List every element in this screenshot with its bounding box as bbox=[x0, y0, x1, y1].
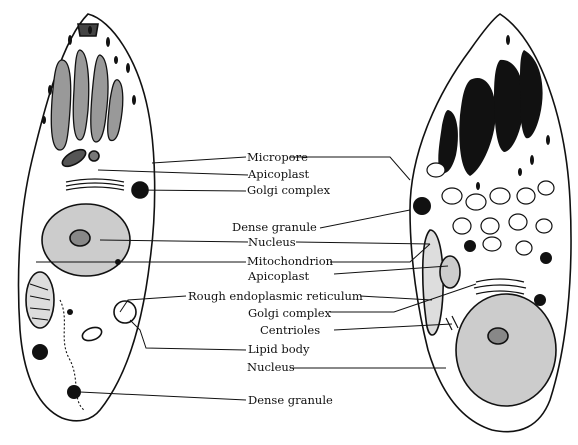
right-mitochondrion bbox=[423, 230, 443, 335]
left-rhoptries bbox=[51, 50, 123, 150]
left-mitochondrion bbox=[26, 272, 54, 328]
right-apicoplast bbox=[440, 256, 460, 288]
right-rhoptries bbox=[438, 50, 542, 176]
right-centrioles bbox=[446, 316, 458, 330]
label-apicoplast-bottom: Apicoplast bbox=[248, 270, 309, 283]
label-nucleus-top: Nucleus bbox=[248, 236, 296, 249]
label-apicoplast-top: Apicoplast bbox=[248, 168, 309, 181]
label-centrioles: Centrioles bbox=[260, 324, 320, 337]
label-nucleus-bottom: Nucleus bbox=[247, 361, 295, 374]
right-cell bbox=[410, 14, 571, 432]
left-cell bbox=[19, 14, 155, 421]
right-nucleus bbox=[456, 294, 556, 406]
left-vacuole bbox=[81, 325, 104, 343]
label-micropore: Micropore bbox=[247, 151, 308, 164]
label-mitochondrion: Mitochondrion bbox=[247, 255, 333, 268]
label-dense-granule-bottom: Dense granule bbox=[248, 394, 333, 407]
label-golgi-complex-top: Golgi complex bbox=[247, 184, 330, 197]
right-golgi bbox=[474, 279, 526, 294]
label-lipid-body: Lipid body bbox=[248, 343, 310, 356]
left-golgi bbox=[66, 179, 124, 190]
right-vesicles bbox=[427, 163, 554, 255]
label-rough-er: Rough endoplasmic reticulum bbox=[188, 290, 363, 303]
left-apicoplast bbox=[60, 146, 89, 169]
label-golgi-complex-bottom: Golgi complex bbox=[248, 307, 331, 320]
label-dense-granule-top: Dense granule bbox=[232, 221, 317, 234]
